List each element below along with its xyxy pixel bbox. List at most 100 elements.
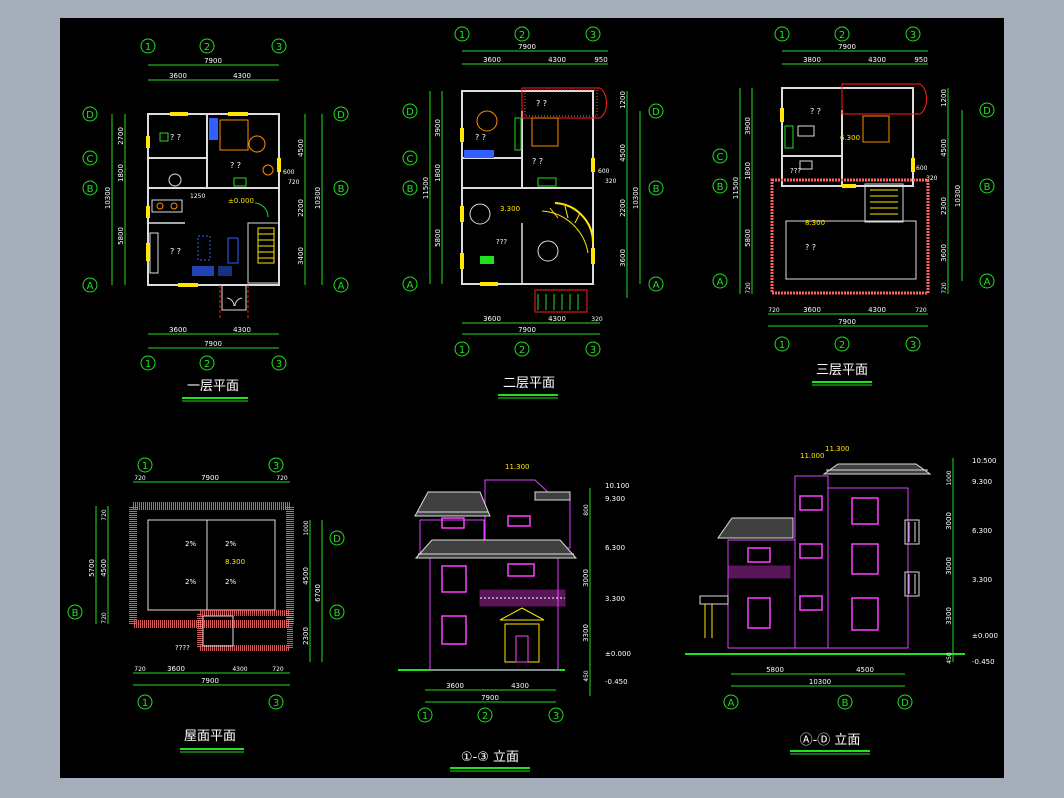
svg-text:600: 600 — [283, 169, 295, 176]
svg-text:? ?: ? ? — [170, 133, 181, 142]
svg-text:10.500: 10.500 — [972, 457, 997, 465]
svg-text:C: C — [407, 154, 414, 165]
svg-text:5800: 5800 — [766, 666, 784, 674]
svg-text:? ?: ? ? — [536, 99, 547, 108]
drawing-sheet: 1 2 3 7900 3600 4300 D C B A D B A — [67, 26, 998, 772]
svg-text:3000: 3000 — [945, 512, 953, 530]
svg-text:1: 1 — [145, 42, 151, 53]
svg-text:? ?: ? ? — [230, 161, 241, 170]
svg-text:3600: 3600 — [619, 249, 627, 267]
svg-text:D: D — [983, 106, 991, 117]
svg-text:B: B — [334, 608, 341, 619]
svg-text:5800: 5800 — [744, 229, 752, 247]
plan-3-title: 三层平面 — [816, 363, 868, 378]
svg-text:10300: 10300 — [809, 678, 831, 686]
svg-text:1: 1 — [142, 461, 148, 472]
svg-text:3900: 3900 — [744, 117, 752, 135]
axis-bubble-D-right: D — [329, 530, 345, 546]
svg-text:5800: 5800 — [434, 229, 442, 247]
axis-bubble-A-right: A — [648, 276, 664, 292]
svg-text:4300: 4300 — [548, 56, 566, 64]
plan-2-title: 二层平面 — [503, 376, 555, 391]
svg-text:10300: 10300 — [954, 185, 962, 207]
svg-text:3600: 3600 — [803, 306, 821, 314]
svg-text:4300: 4300 — [511, 682, 529, 690]
axis-bubble-3-bottom: 3 — [268, 694, 284, 710]
svg-text:D: D — [337, 110, 345, 121]
svg-text:4300: 4300 — [232, 666, 247, 673]
svg-text:4500: 4500 — [100, 559, 108, 577]
svg-text:3: 3 — [553, 711, 559, 722]
plan-1-title: 一层平面 — [187, 379, 239, 394]
svg-text:4300: 4300 — [548, 315, 566, 323]
stair — [257, 227, 275, 264]
axis-bubble-A: A — [402, 276, 418, 292]
svg-text:4300: 4300 — [868, 306, 886, 314]
axis-bubble-B: B — [402, 180, 418, 196]
svg-text:1: 1 — [779, 30, 785, 41]
svg-text:A: A — [653, 280, 660, 291]
svg-text:720: 720 — [134, 666, 146, 673]
svg-text:450: 450 — [583, 670, 590, 682]
svg-text:9.300: 9.300 — [605, 495, 625, 503]
svg-text:720: 720 — [768, 307, 780, 314]
svg-text:B: B — [842, 698, 849, 709]
svg-text:7900: 7900 — [204, 57, 222, 65]
svg-text:2200: 2200 — [297, 199, 305, 217]
svg-text:3: 3 — [276, 359, 282, 370]
plan-1: 1 2 3 7900 3600 4300 D C B A D B A — [82, 38, 349, 402]
axis-bubble-3: 3 — [585, 26, 601, 42]
svg-text:???: ??? — [496, 238, 507, 246]
axis-bubble-A: A — [712, 273, 728, 289]
axis-bubble-B-right: B — [333, 180, 349, 196]
svg-text:D: D — [901, 698, 909, 709]
axis-bubble-2-bottom: 2 — [514, 341, 530, 357]
axis-bubble-D-right: D — [333, 106, 349, 122]
plan-2: 1 2 3 7900 3600 4300 950 D C B A D B A 3… — [402, 26, 664, 399]
svg-text:600: 600 — [916, 165, 928, 172]
elevation-A-D: 11.000 11.300 10.500 9.300 6.300 3.300 ±… — [685, 445, 998, 755]
svg-text:???: ??? — [790, 167, 801, 175]
svg-text:±0.000: ±0.000 — [228, 197, 254, 205]
axis-bubble-2-bottom: 2 — [477, 707, 493, 723]
drawing-canvas[interactable]: 1 2 3 7900 3600 4300 D C B A D B A — [60, 18, 1004, 778]
svg-text:B: B — [87, 184, 94, 195]
svg-text:950: 950 — [914, 56, 927, 64]
axis-bubble-A-bottom: A — [723, 694, 739, 710]
svg-text:3: 3 — [273, 698, 279, 709]
svg-text:3.300: 3.300 — [972, 576, 992, 584]
axis-bubble-D-bottom: D — [897, 694, 913, 710]
svg-text:B: B — [407, 184, 414, 195]
axis-bubble-2: 2 — [514, 26, 530, 42]
axis-bubble-2-bottom: 2 — [834, 336, 850, 352]
axis-bubble-A: A — [82, 277, 98, 293]
axis-bubble-B-right: B — [979, 178, 995, 194]
svg-text:600: 600 — [598, 168, 610, 175]
svg-text:320: 320 — [926, 175, 938, 182]
svg-text:2: 2 — [204, 359, 210, 370]
svg-text:3: 3 — [910, 30, 916, 41]
svg-text:3: 3 — [590, 345, 596, 356]
svg-text:10300: 10300 — [314, 187, 322, 209]
axis-bubble-1-bottom: 1 — [140, 355, 156, 371]
axis-bubble-C: C — [82, 150, 98, 166]
svg-text:7900: 7900 — [518, 43, 536, 51]
svg-text:10.100: 10.100 — [605, 482, 630, 490]
elevation-1-3-title: ①-③ 立面 — [461, 750, 519, 765]
svg-text:6.300: 6.300 — [972, 527, 992, 535]
axis-bubble-B: B — [82, 180, 98, 196]
svg-text:3600: 3600 — [167, 665, 185, 673]
svg-text:9.300: 9.300 — [972, 478, 992, 486]
svg-text:3: 3 — [590, 30, 596, 41]
svg-text:11500: 11500 — [422, 177, 430, 199]
plan-3: 1 2 3 7900 3800 4300 950 C B A D B A 390… — [712, 26, 995, 386]
svg-text:1: 1 — [459, 30, 465, 41]
svg-text:720: 720 — [915, 307, 927, 314]
axis-bubble-3-bottom: 3 — [548, 707, 564, 723]
svg-text:C: C — [717, 152, 724, 163]
svg-text:2: 2 — [482, 711, 488, 722]
axis-bubble-D-right: D — [648, 103, 664, 119]
svg-text:6.300: 6.300 — [840, 134, 860, 142]
svg-text:2: 2 — [519, 30, 525, 41]
